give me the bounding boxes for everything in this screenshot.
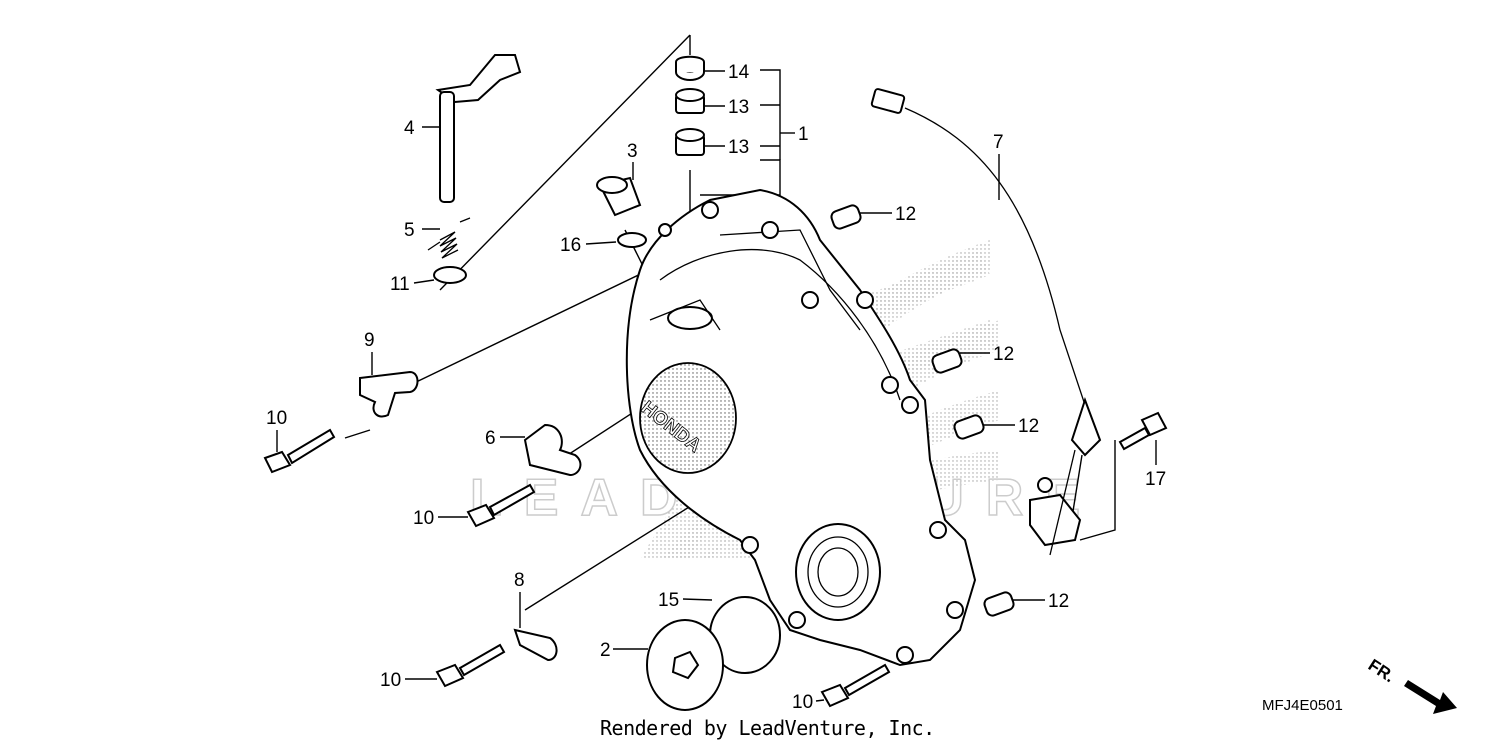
fr-label: FR. (1365, 655, 1398, 686)
callout-6: 6 (485, 428, 496, 449)
dowel-12-b (931, 348, 963, 374)
oil-filler-cap (596, 176, 642, 217)
callout-7: 7 (993, 132, 1004, 153)
callout-12: 12 (895, 204, 916, 225)
callout-5: 5 (404, 220, 415, 241)
callout-14: 14 (728, 62, 750, 83)
plate-8 (513, 628, 558, 662)
washer-11 (433, 266, 467, 284)
bolt-10-c (435, 643, 506, 688)
spring-5 (427, 217, 471, 259)
reference-code: MFJ4E0501 (1262, 697, 1343, 714)
callout-10: 10 (413, 508, 434, 529)
bearing-14 (675, 55, 705, 81)
callout-16: 16 (560, 235, 581, 256)
clutch-cover: HONDA (625, 188, 977, 667)
guide-6 (523, 423, 582, 477)
callout-12: 12 (993, 344, 1014, 365)
callout-3: 3 (627, 141, 638, 162)
honda-emblem (639, 362, 737, 474)
sensor-7 (870, 88, 1102, 556)
callout-1: 1 (798, 124, 809, 145)
dowel-12-a (830, 204, 862, 230)
dowel-12-c (953, 414, 985, 440)
callout-9: 9 (364, 330, 375, 351)
bracket-9 (359, 370, 419, 418)
bolt-10-d (820, 663, 891, 708)
callout-10: 10 (266, 408, 287, 429)
bolt-10-a (263, 428, 336, 474)
bearing-13-lower (675, 128, 705, 156)
callout-15: 15 (658, 590, 679, 611)
fr-arrow-icon (1404, 680, 1457, 714)
cap-2 (646, 619, 724, 711)
front-direction-indicator: FR. (1365, 655, 1457, 714)
dowel-12-d (983, 591, 1015, 617)
callout-13: 13 (728, 97, 749, 118)
credit-text: Rendered by LeadVenture, Inc. (600, 716, 935, 740)
callout-13: 13 (728, 137, 749, 158)
callout-4: 4 (404, 118, 415, 139)
bolt-10-b (466, 483, 536, 528)
callout-2: 2 (600, 640, 611, 661)
o-ring-16 (617, 232, 647, 248)
callout-12: 12 (1048, 591, 1069, 612)
callout-10: 10 (380, 670, 401, 691)
bolt-17 (1118, 411, 1168, 451)
arm-4 (435, 54, 522, 203)
callout-8: 8 (514, 570, 525, 591)
callout-10: 10 (792, 692, 813, 713)
callout-11: 11 (390, 274, 410, 295)
bearing-13-upper (675, 88, 705, 114)
callouts: 14 13 13 1 3 4 5 11 16 9 10 6 10 8 15 2 … (266, 62, 1166, 713)
callout-17: 17 (1145, 469, 1166, 490)
callout-12: 12 (1018, 416, 1039, 437)
